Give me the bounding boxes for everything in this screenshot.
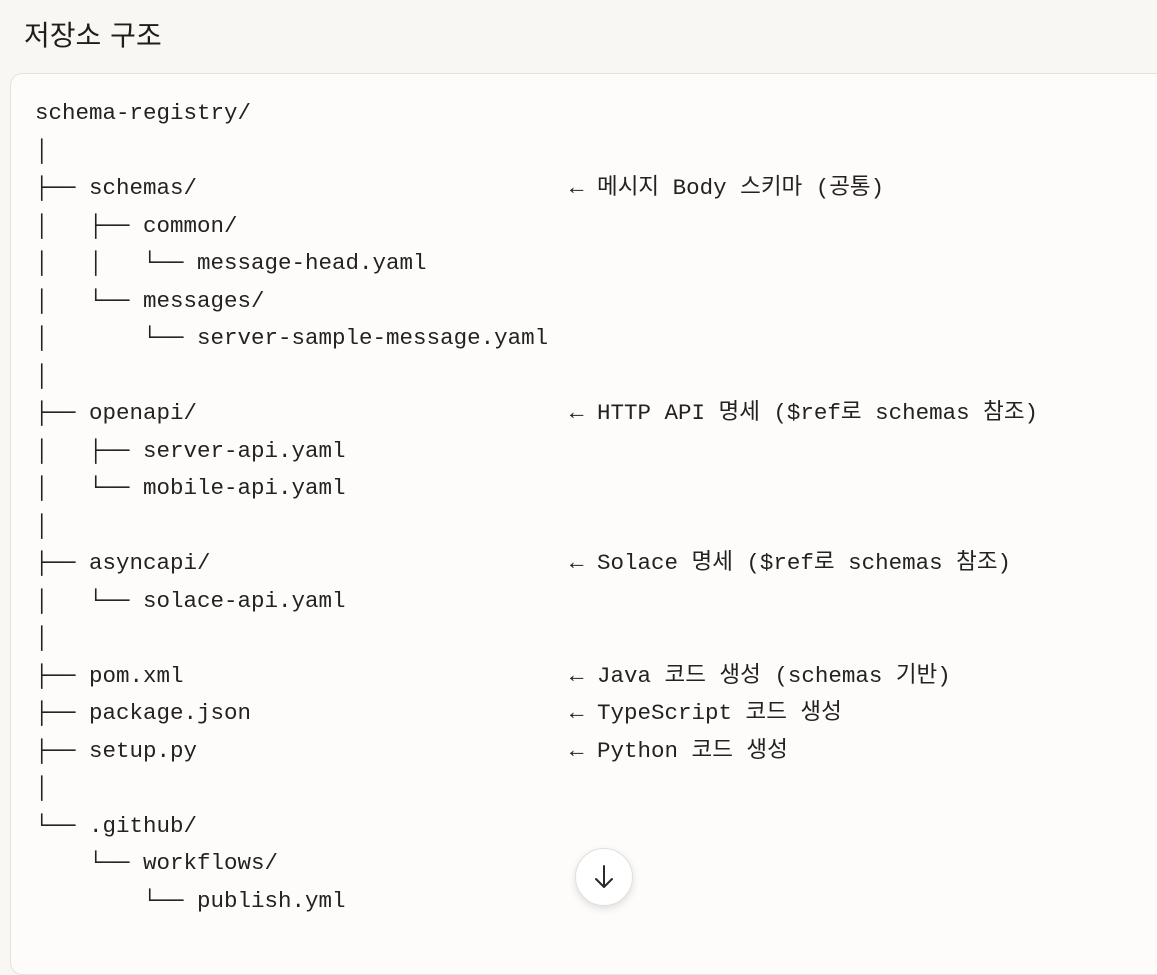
- tree-line: └── publish.yml: [35, 883, 548, 921]
- tree-entry: ├── pom.xml: [35, 662, 184, 689]
- tree-entry: └── publish.yml: [35, 887, 346, 914]
- tree-line: │: [35, 133, 548, 171]
- tree-comment: ← TypeScript 코드 생성: [570, 700, 842, 726]
- tree-entry: │ └── solace-api.yaml: [35, 587, 346, 614]
- tree-entry: │: [35, 512, 49, 539]
- tree-entry: │: [35, 137, 49, 164]
- tree-line: │ └── solace-api.yaml: [35, 583, 548, 621]
- scroll-down-button[interactable]: [575, 848, 633, 906]
- tree-line: │ ├── common/: [35, 208, 548, 246]
- tree-entry: └── workflows/: [35, 850, 279, 876]
- tree-entry: │ └── messages/: [35, 287, 265, 314]
- tree-line: ├── schemas/ ← 메시지 Body 스키마 (공통): [35, 170, 884, 208]
- tree-entry: │ ├── server-api.yaml: [35, 437, 346, 464]
- tree-line: ├── setup.py ← Python 코드 생성: [35, 733, 788, 771]
- tree-entry: ├── asyncapi/: [35, 550, 211, 576]
- tree-line: │ └── messages/: [35, 283, 548, 321]
- tree-line: │: [35, 620, 548, 658]
- tree-line: schema-registry/: [35, 95, 548, 133]
- tree-line: │ ├── server-api.yaml: [35, 433, 548, 471]
- tree-line: ├── package.json ← TypeScript 코드 생성: [35, 695, 842, 733]
- code-block: schema-registry/ │ ├── schemas/ ← 메시지 Body …: [10, 73, 1157, 975]
- directory-tree: schema-registry/ │ ├── schemas/ ← 메시지 Body …: [35, 95, 1038, 921]
- tree-entry: │: [35, 362, 49, 389]
- tree-line: ├── openapi/ ← HTTP API 명세 ($ref로 schemas…: [35, 395, 1038, 433]
- tree-entry: schema-registry/: [35, 100, 252, 126]
- tree-line: └── .github/: [35, 808, 548, 846]
- tree-line: │ │ └── message-head.yaml: [35, 245, 548, 283]
- tree-entry: │: [35, 625, 49, 651]
- tree-comment: ← Solace 명세 ($ref로 schemas 참조): [570, 550, 1012, 576]
- tree-comment: ← HTTP API 명세 ($ref로 schemas 참조): [570, 400, 1039, 426]
- tree-entry: │ ├── common/: [35, 212, 238, 239]
- tree-entry: ├── package.json: [35, 700, 252, 726]
- tree-entry: │ └── mobile-api.yaml: [35, 475, 346, 501]
- tree-line: ├── asyncapi/ ← Solace 명세 ($ref로 schemas …: [35, 545, 1011, 583]
- tree-entry: │: [35, 775, 49, 801]
- tree-entry: │ │ └── message-head.yaml: [35, 250, 427, 276]
- tree-entry: ├── schemas/: [35, 175, 198, 201]
- tree-comment: ← Java 코드 생성 (schemas 기반): [570, 662, 951, 689]
- tree-line: │: [35, 770, 548, 808]
- tree-entry: ├── setup.py: [35, 737, 198, 764]
- tree-comment: ← Python 코드 생성: [570, 737, 788, 764]
- tree-line: └── workflows/: [35, 845, 548, 883]
- section-heading: 저장소 구조: [24, 19, 162, 52]
- tree-line: │: [35, 358, 548, 396]
- arrow-down-icon: [595, 865, 613, 888]
- tree-entry: │ └── server-sample-message.yaml: [35, 325, 549, 351]
- tree-comment: ← 메시지 Body 스키마 (공통): [570, 175, 885, 201]
- tree-line: │ └── server-sample-message.yaml: [35, 320, 548, 358]
- tree-entry: ├── openapi/: [35, 400, 198, 426]
- tree-entry: └── .github/: [35, 812, 198, 839]
- tree-line: │ └── mobile-api.yaml: [35, 470, 548, 508]
- tree-line: ├── pom.xml ← Java 코드 생성 (schemas 기반): [35, 658, 951, 696]
- tree-line: │: [35, 508, 548, 546]
